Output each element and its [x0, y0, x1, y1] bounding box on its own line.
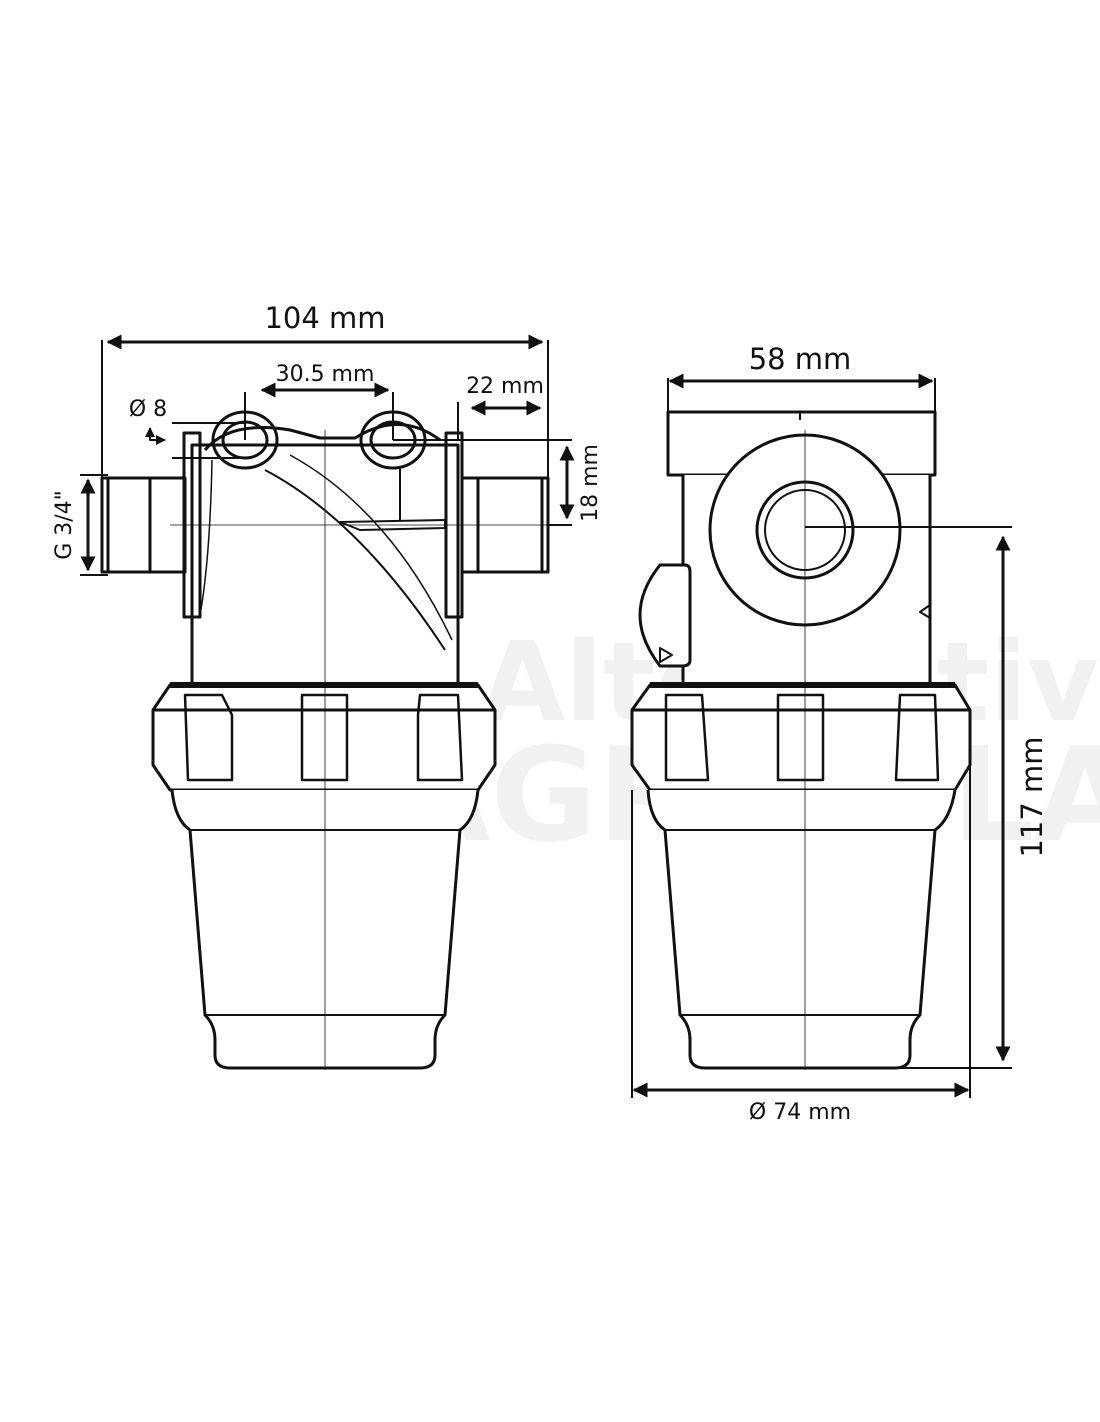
front-view	[100, 410, 560, 1070]
side-knob	[638, 563, 692, 668]
dim-diameter: Ø 74 mm	[749, 1100, 851, 1125]
dim-height: 117 mm	[1015, 736, 1049, 857]
dim-port-diameter: Ø 8	[129, 397, 167, 422]
dim-thread: G 3/4"	[52, 490, 77, 560]
side-view	[630, 410, 972, 1070]
side-nut	[630, 683, 972, 792]
dim-head-width: 58 mm	[749, 342, 852, 376]
front-nut	[151, 683, 497, 792]
dimension-lines	[80, 334, 1012, 1098]
dim-port-spacing: 30.5 mm	[276, 362, 375, 387]
side-bowl	[646, 789, 957, 1070]
dim-overall-width: 104 mm	[264, 301, 385, 335]
dim-thread-length: 22 mm	[466, 374, 544, 399]
dim-port-offset: 18 mm	[578, 444, 603, 522]
